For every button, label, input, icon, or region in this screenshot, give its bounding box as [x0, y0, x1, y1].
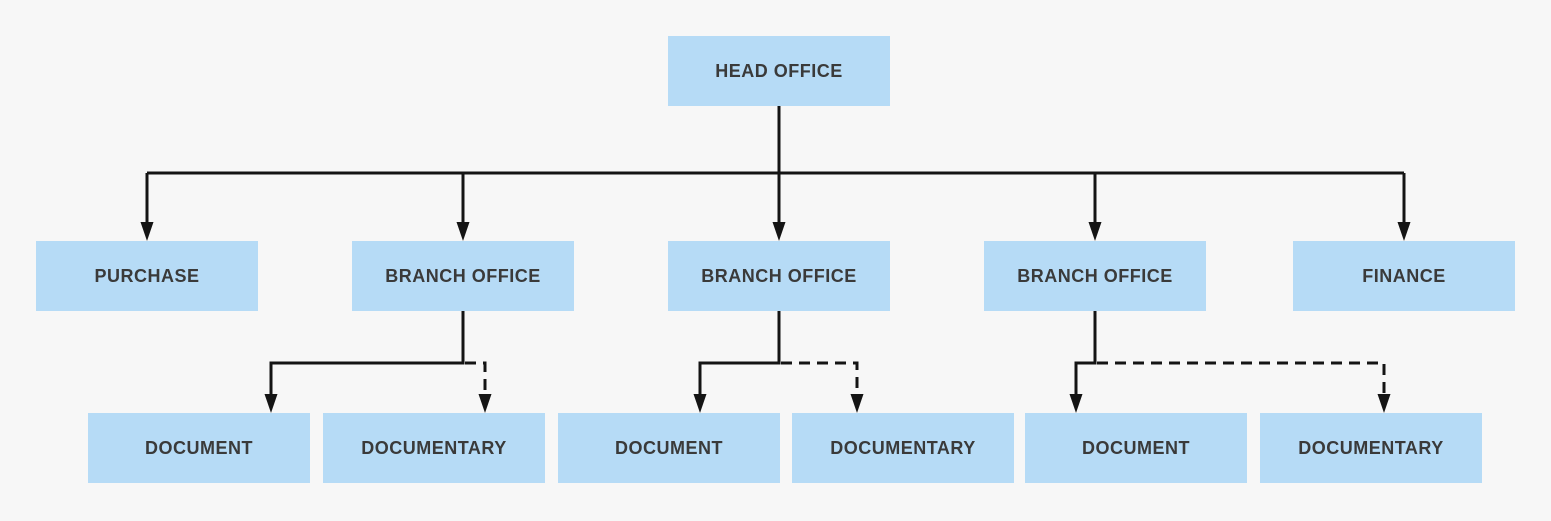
arrow-documentary-2 — [850, 394, 864, 413]
node-purchase: PURCHASE — [36, 241, 258, 311]
arrow-document-1 — [264, 394, 278, 413]
edge-branch1-documentary — [465, 361, 487, 396]
node-finance: FINANCE — [1293, 241, 1515, 311]
node-documentary-1: DOCUMENTARY — [323, 413, 545, 483]
arrowheads — [140, 222, 1411, 413]
node-document-1: DOCUMENT — [88, 413, 310, 483]
node-branch-office-3: BRANCH OFFICE — [984, 241, 1206, 311]
edge-branch3-documentary — [1097, 361, 1386, 396]
arrow-branch-2 — [772, 222, 786, 241]
node-documentary-2: DOCUMENTARY — [792, 413, 1014, 483]
node-documentary-3: DOCUMENTARY — [1260, 413, 1482, 483]
node-head-office: HEAD OFFICE — [668, 36, 890, 106]
arrow-document-2 — [693, 394, 707, 413]
node-document-3: DOCUMENT — [1025, 413, 1247, 483]
arrow-document-3 — [1069, 394, 1083, 413]
edge-branch2-document — [698, 311, 781, 398]
arrow-finance — [1397, 222, 1411, 241]
edge-branch1-document — [269, 311, 465, 398]
node-branch-office-2: BRANCH OFFICE — [668, 241, 890, 311]
arrow-documentary-1 — [478, 394, 492, 413]
node-document-2: DOCUMENT — [558, 413, 780, 483]
node-branch-office-1: BRANCH OFFICE — [352, 241, 574, 311]
edge-branch3-document — [1074, 311, 1097, 398]
arrow-branch-1 — [456, 222, 470, 241]
arrow-purchase — [140, 222, 154, 241]
edge-branch2-documentary — [781, 361, 859, 396]
arrow-documentary-3 — [1377, 394, 1391, 413]
arrow-branch-3 — [1088, 222, 1102, 241]
